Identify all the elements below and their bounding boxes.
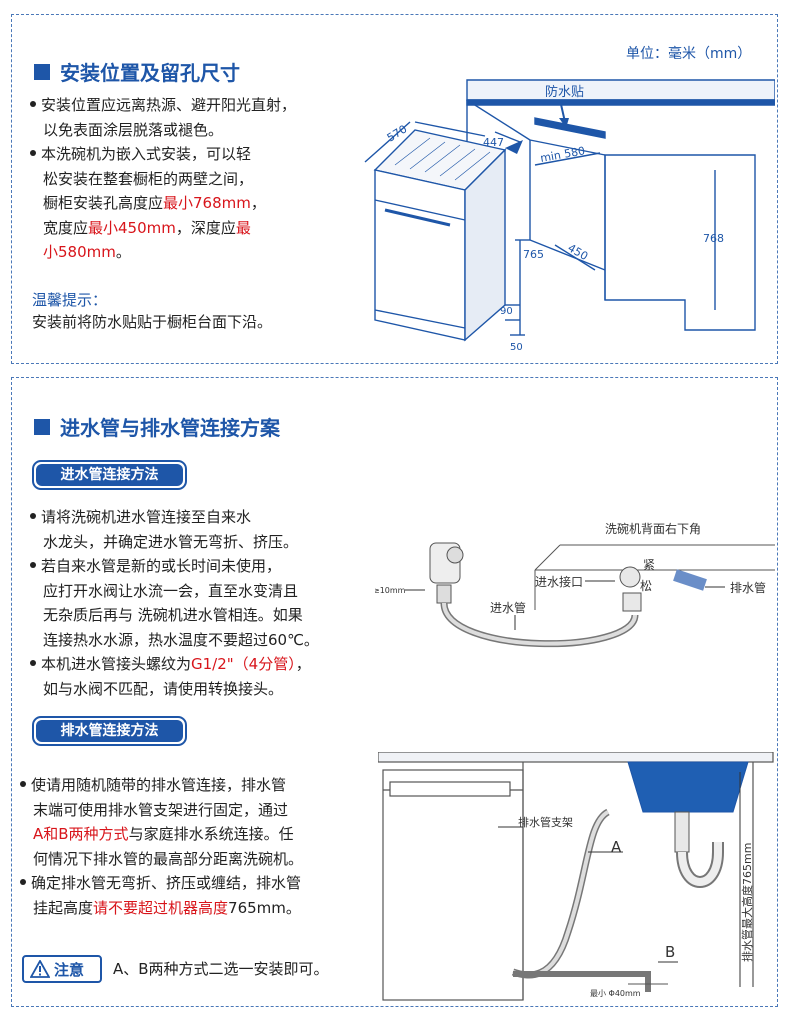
bullet-dot xyxy=(20,781,26,787)
notice-box: 注意 xyxy=(22,955,102,983)
section-marker xyxy=(34,419,50,435)
inlet-method-pill: 进水管连接方法 xyxy=(32,460,187,490)
inlet-port-label: 进水接口 xyxy=(535,574,583,589)
drain-b-label: B xyxy=(665,943,675,961)
bullet-dot xyxy=(30,562,36,568)
bullet-dot xyxy=(30,513,36,519)
notice-text: A、B两种方式二选一安装即可。 xyxy=(113,960,329,978)
inlet-hose-label: 进水管 xyxy=(490,600,526,615)
notice-label: 注意 xyxy=(54,961,85,979)
inlet-bullets: 请将洗碗机进水管连接至自来水 水龙头，并确定进水管无弯折、挤压。 若自来水管是新… xyxy=(30,505,390,701)
dim-90: 90 xyxy=(500,306,513,317)
inlet-b2-l3: 无杂质后再与 洗碗机进水管相连。如果 xyxy=(43,606,303,624)
dim-765: 765 xyxy=(523,248,544,261)
dim-waterproof-label: 防水贴 xyxy=(545,84,584,100)
inlet-b1-l1: 请将洗碗机进水管连接至自来水 xyxy=(30,505,390,530)
dim-50: 50 xyxy=(510,342,523,353)
cabinet-dimension-diagram: 防水贴 570 447 min 580 768 765 450 90 50 xyxy=(364,79,775,353)
dim-10mm: ≥10mm xyxy=(375,586,406,595)
bullet2-line3: 橱柜安装孔高度应最小768mm， xyxy=(43,194,266,212)
drain-max-height: 排水管最大高度765mm xyxy=(740,843,754,962)
dim-768: 768 xyxy=(703,232,724,245)
loose-label: 松 xyxy=(640,579,652,593)
inlet-b3-l1: 本机进水管接头螺纹为G1/2"（4分管）， xyxy=(30,652,390,677)
bullet-dot xyxy=(20,879,26,885)
drain-hose-label: 排水管 xyxy=(730,580,766,595)
inlet-b3-l2: 如与水阀不匹配，请使用转换接头。 xyxy=(43,679,284,698)
tip-title: 温馨提示： xyxy=(32,291,108,309)
inlet-b2-l2: 应打开水阀让水流一会，直至水变清且 xyxy=(43,581,299,600)
drain-b2-l1: 确定排水管无弯折、挤压或缠结，排水管 xyxy=(20,871,380,896)
inlet-back-corner: 洗碗机背面右下角 xyxy=(605,521,701,536)
bullet-dot xyxy=(30,101,36,107)
section2-title: 进水管与排水管连接方案 xyxy=(60,416,280,440)
bullet-dot xyxy=(30,660,36,666)
dim-447: 447 xyxy=(483,136,504,149)
inlet-connection-diagram: 洗碗机背面右下角 进水接口 紧 松 排水管 进水管 ≥10mm xyxy=(375,521,775,648)
inlet-b1-l2: 水龙头，并确定进水管无弯折、挤压。 xyxy=(43,532,299,551)
drain-bullets: 使请用随机随带的排水管连接，排水管 末端可使用排水管支架进行固定，通过 A和B两… xyxy=(20,773,380,920)
bullet2-line5: 小580mm。 xyxy=(43,243,131,261)
install-bullets: 安装位置应远离热源、避开阳光直射， 以免表面涂层脱落或褪色。 本洗碗机为嵌入式安… xyxy=(30,93,360,265)
bullet1-line1: 安装位置应远离热源、避开阳光直射， xyxy=(30,93,360,118)
drain-a-label: A xyxy=(611,838,622,856)
tight-label: 紧 xyxy=(643,558,655,572)
drain-b1-l4: 何情况下排水管的最高部分距离洗碗机。 xyxy=(33,849,304,868)
inlet-b2-l4: 连接热水水源，热水温度不要超过60℃。 xyxy=(43,630,319,649)
install-position-panel xyxy=(11,14,778,364)
drain-b2-l2: 挂起高度请不要超过机器高度765mm。 xyxy=(33,898,301,917)
drain-bracket-label: 排水管支架 xyxy=(518,815,573,829)
warning-icon xyxy=(30,960,50,978)
drain-method-pill: 排水管连接方法 xyxy=(32,716,187,746)
drain-b1-l2: 末端可使用排水管支架进行固定，通过 xyxy=(33,800,289,819)
bullet2-line1: 本洗碗机为嵌入式安装，可以轻 xyxy=(30,142,360,167)
drain-connection-diagram: 排水管支架 A B 排水管最大高度765mm 最小 Φ40mm xyxy=(378,752,774,1001)
drain-min-diam: 最小 Φ40mm xyxy=(590,989,641,998)
dim-min580: min 580 xyxy=(539,144,586,165)
bullet-dot xyxy=(30,150,36,156)
bullet2-line4: 宽度应最小450mm，深度应最 xyxy=(43,218,251,237)
tip-text: 安装前将防水贴贴于橱柜台面下沿。 xyxy=(32,313,273,331)
bullet2-line2: 松安装在整套橱柜的两壁之间， xyxy=(43,169,254,188)
bullet1-line2: 以免表面涂层脱落或褪色。 xyxy=(43,120,224,139)
drain-b1-l1: 使请用随机随带的排水管连接，排水管 xyxy=(20,773,380,798)
section-marker xyxy=(34,64,50,80)
section1-title: 安装位置及留孔尺寸 xyxy=(60,61,240,85)
connection-panel xyxy=(11,377,778,1007)
drain-b1-l3: A和B两种方式与家庭排水系统连接。任 xyxy=(33,825,294,843)
unit-label: 单位：毫米（mm） xyxy=(626,46,752,62)
inlet-b2-l1: 若自来水管是新的或长时间未使用， xyxy=(30,554,390,579)
